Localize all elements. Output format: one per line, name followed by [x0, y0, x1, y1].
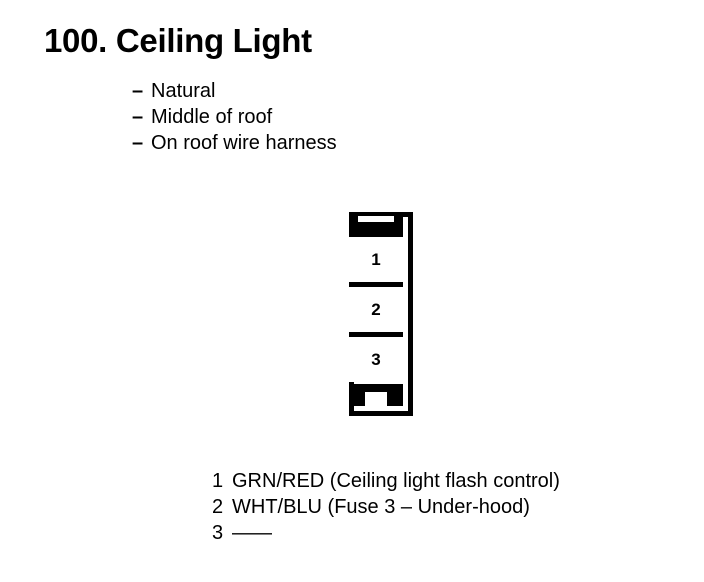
attribute-label: Natural	[151, 80, 216, 102]
base-notch	[365, 392, 387, 406]
legend-pin-number: 1	[212, 470, 224, 492]
connector-diagram: 1 2 3	[349, 212, 413, 416]
pin-legend: 1 GRN/RED (Ceiling light flash control) …	[212, 468, 682, 546]
attribute-item: – Natural	[132, 78, 632, 104]
attribute-label: On roof wire harness	[151, 132, 337, 154]
connector-latch-tab-icon	[349, 212, 403, 232]
attribute-list: – Natural – Middle of roof – On roof wir…	[132, 78, 632, 156]
legend-pin-description: GRN/RED (Ceiling light flash control)	[232, 470, 560, 492]
page-title: 100. Ceiling Light	[44, 22, 312, 59]
connector-keyed-base-icon	[349, 384, 403, 406]
legend-pin-description: WHT/BLU (Fuse 3 – Under-hood)	[232, 496, 530, 518]
attribute-label: Middle of roof	[151, 106, 273, 128]
dash-bullet-icon: –	[132, 80, 144, 102]
terminal-number: 1	[371, 250, 381, 269]
dash-bullet-icon: –	[132, 132, 144, 154]
legend-row: 3 ——	[212, 520, 682, 546]
legend-row: 1 GRN/RED (Ceiling light flash control)	[212, 468, 682, 494]
terminal-number: 2	[371, 300, 381, 319]
terminal-stack: 1 2 3	[349, 232, 403, 384]
legend-pin-description: ——	[232, 522, 272, 544]
terminal-cell: 2	[349, 282, 403, 332]
terminal-cell: 3	[349, 332, 403, 382]
attribute-item: – On roof wire harness	[132, 130, 632, 156]
attribute-item: – Middle of roof	[132, 104, 632, 130]
dash-bullet-icon: –	[132, 106, 144, 128]
latch-slot	[358, 216, 394, 222]
legend-row: 2 WHT/BLU (Fuse 3 – Under-hood)	[212, 494, 682, 520]
terminal-number: 3	[371, 350, 381, 369]
legend-pin-number: 2	[212, 496, 224, 518]
terminal-cell: 1	[349, 232, 403, 282]
legend-pin-number: 3	[212, 522, 224, 544]
